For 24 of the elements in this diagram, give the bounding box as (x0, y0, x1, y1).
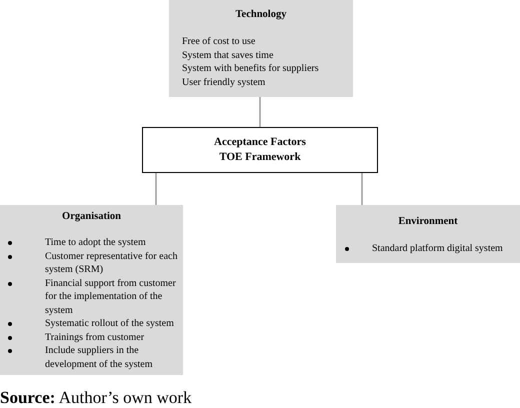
box-heading: Technology (236, 8, 286, 22)
factor-box (336, 205, 520, 263)
list-item: Customer representative for each system (SRM) (45, 250, 178, 276)
list-item: Free of cost to use (182, 35, 256, 48)
box-heading: Environment (398, 215, 458, 229)
framework-box (142, 127, 378, 173)
list-item: User friendly system (182, 76, 266, 89)
list-item: Standard platform digital system (372, 242, 503, 256)
box-heading: Organisation (62, 210, 121, 224)
factor-box (0, 205, 183, 375)
box-title: TOE Framework (219, 150, 301, 165)
list-item: Financial support from customer for the implementation of the system (45, 276, 177, 317)
list-item: System that saves time (182, 48, 274, 62)
list-item: Trainings from customer (45, 330, 144, 344)
source-caption: Source: Author’s own work (0, 388, 192, 407)
connector-line (259, 97, 261, 127)
list-item: Include suppliers in the development of the system (45, 344, 154, 371)
connector-line (361, 173, 363, 205)
list-item: Systematic rollout of the system (45, 317, 174, 330)
factor-box (169, 0, 353, 97)
connector-line (155, 173, 157, 205)
list-item: System with benefits for suppliers (182, 62, 319, 76)
list-item: Time to adopt the system (45, 236, 146, 250)
box-title: Acceptance Factors (214, 135, 306, 150)
